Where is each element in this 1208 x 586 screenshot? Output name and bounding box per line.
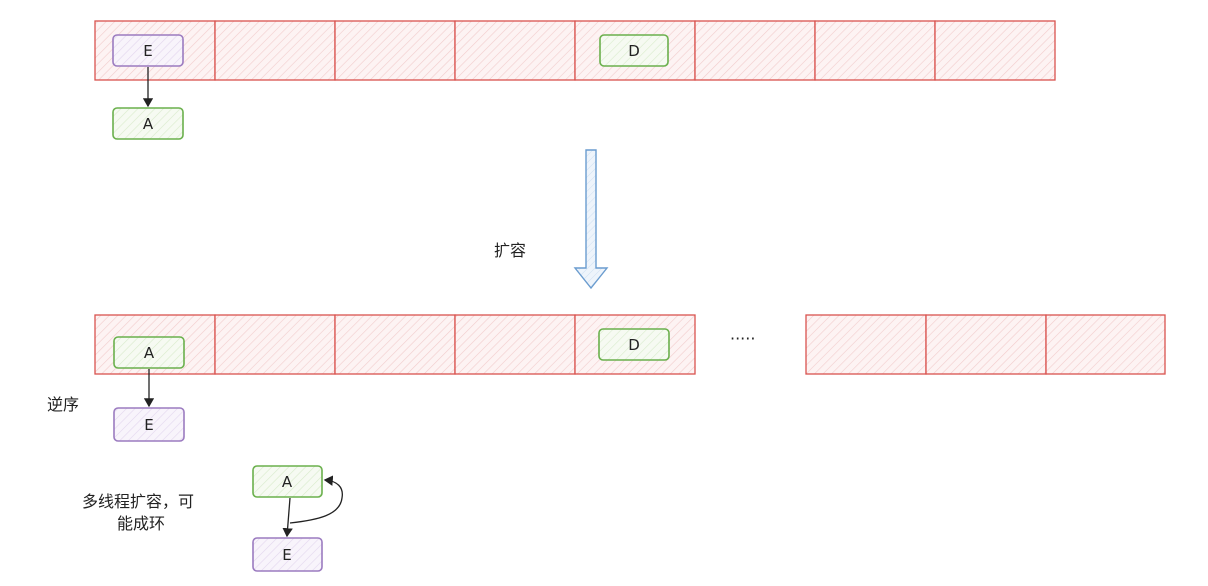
- cycle-node-e-label: E: [282, 546, 291, 564]
- top-node-a-label: A: [143, 115, 154, 133]
- top-array: [94, 20, 1056, 81]
- top-node-e: E: [112, 34, 184, 67]
- resize-arrow: [573, 149, 609, 290]
- bottom-node-a: A: [113, 336, 185, 369]
- bottom-node-e: E: [113, 407, 185, 442]
- bottom-node-d-label: D: [628, 336, 640, 354]
- top-array-cell: [814, 20, 936, 81]
- reverse-label: 逆序: [47, 395, 79, 414]
- bottom-array-cell: [334, 314, 456, 375]
- top-node-d: D: [599, 34, 669, 67]
- top-node-a: A: [112, 107, 184, 140]
- ellipsis: ·····: [730, 329, 755, 348]
- bottom-array-cell: [454, 314, 576, 375]
- resize-label: 扩容: [494, 241, 526, 260]
- bottom-node-a-label: A: [144, 344, 155, 362]
- cycle-node-a: A: [252, 465, 323, 498]
- top-array-cell: [934, 20, 1056, 81]
- cycle-arrow-a-to-e: [282, 497, 293, 538]
- cycle-node-a-label: A: [282, 473, 293, 491]
- cycle-node-e: E: [252, 537, 323, 572]
- cycle-arrow-e-to-a: [289, 475, 343, 524]
- bottom-array-cell: [925, 314, 1047, 375]
- bottom-array-cell: [1045, 314, 1166, 375]
- bottom-array-cell: [805, 314, 927, 375]
- top-array-cell: [454, 20, 576, 81]
- top-array-cell: [214, 20, 336, 81]
- cycle-label-line2: 能成环: [117, 514, 165, 533]
- bottom-node-e-label: E: [144, 416, 153, 434]
- bottom-node-d: D: [598, 328, 670, 361]
- bottom-array-right: [805, 314, 1166, 375]
- top-array-cell: [334, 20, 456, 81]
- cycle-label-line1: 多线程扩容，可: [82, 492, 194, 511]
- top-node-e-label: E: [143, 42, 152, 60]
- top-node-d-label: D: [628, 42, 640, 60]
- bottom-array-cell: [214, 314, 336, 375]
- top-array-cell: [694, 20, 816, 81]
